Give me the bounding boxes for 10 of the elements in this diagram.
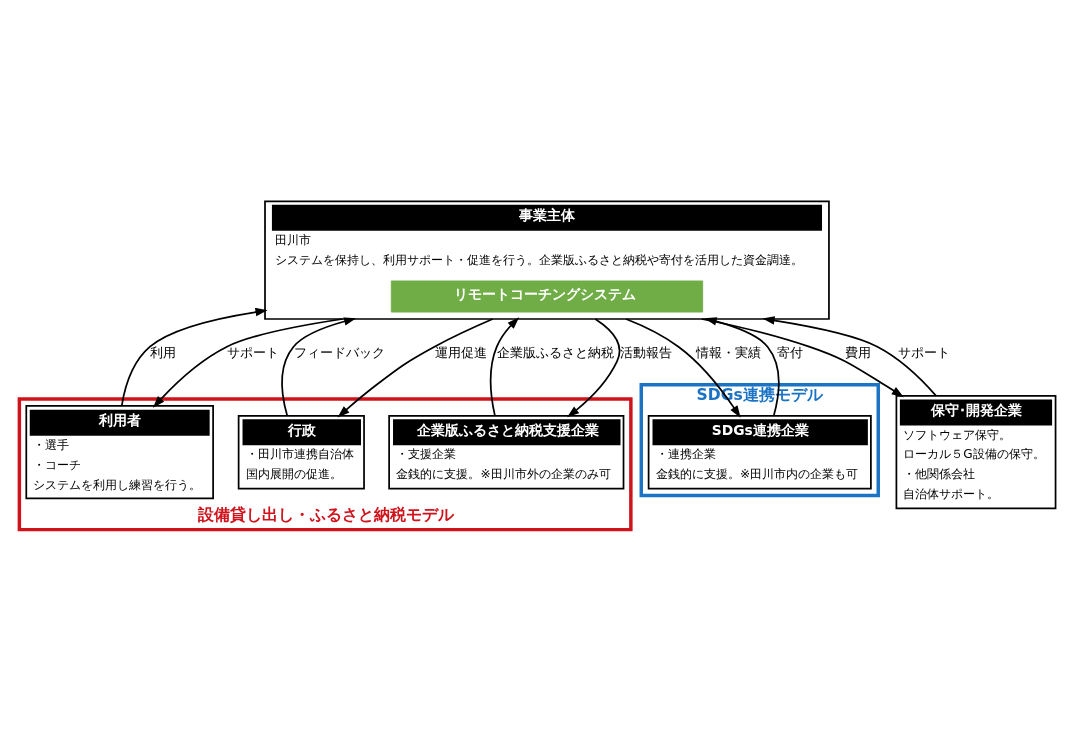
edge-label: 費用 <box>844 345 871 361</box>
edge-label: 情報・実績 <box>696 345 762 361</box>
edge-label: サポート <box>897 345 950 361</box>
edge-label: 運用促進 <box>434 345 487 361</box>
edge-label: 利用 <box>150 345 177 361</box>
edge-label: 活動報告 <box>620 345 673 361</box>
edge-label: 企業版ふるさと納税 <box>497 345 615 361</box>
edge-label: サポート <box>227 345 280 361</box>
edge-label: 寄付 <box>776 345 803 361</box>
edge-label: フィードバック <box>293 345 385 361</box>
